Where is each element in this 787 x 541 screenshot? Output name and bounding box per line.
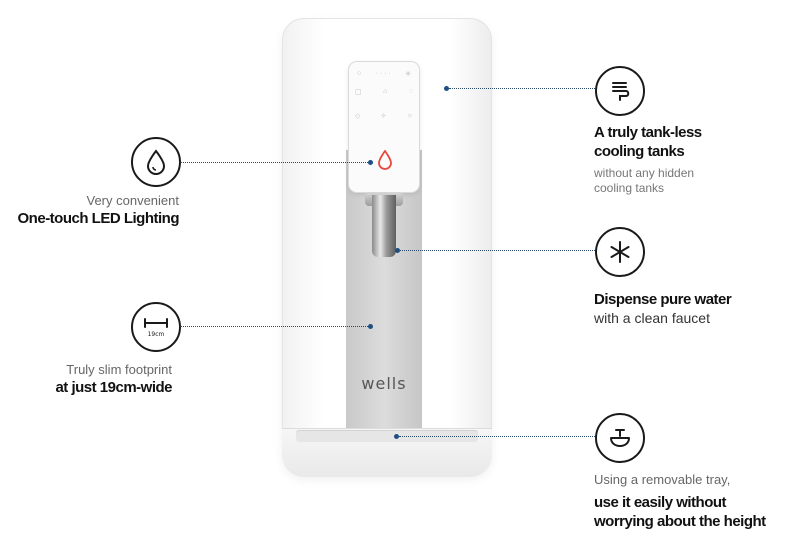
callout-dot-tankless xyxy=(444,86,449,91)
feature-led-light: Very convenient xyxy=(86,193,179,208)
feature-slim: Truly slim footprint at just 19cm-wide xyxy=(0,362,172,397)
lock-icon: ◌ xyxy=(408,88,413,95)
callout-dot-slim xyxy=(368,324,373,329)
feature-tankless-desc-1: without any hidden xyxy=(594,166,695,180)
feature-tray-light: Using a removable tray, xyxy=(594,472,731,487)
feature-faucet: Dispense pure water with a clean faucet xyxy=(594,290,784,327)
feature-tankless-title-1: A truly tank-less xyxy=(594,124,702,141)
sparkle-icon xyxy=(595,227,645,277)
feature-led: Very convenient One-touch LED Lighting xyxy=(0,193,180,228)
ambient-icon: ◇ xyxy=(355,113,361,120)
water-drop-icon xyxy=(131,137,181,187)
settings-icon: ✳ xyxy=(405,71,411,78)
tray-icon xyxy=(595,413,645,463)
feature-tankless-title-2: cooling tanks xyxy=(594,143,685,160)
feature-slim-bold: at just 19cm-wide xyxy=(55,379,172,396)
feature-faucet-light: with a clean faucet xyxy=(594,310,710,326)
cup-icon: ▢ xyxy=(355,89,362,96)
control-row-1: ▢ ⌂ ◌ xyxy=(355,88,413,96)
callout-line-led xyxy=(180,162,368,163)
callout-line-faucet xyxy=(400,250,595,251)
removable-tray xyxy=(296,430,478,442)
coil-icon xyxy=(595,66,645,116)
feature-tray-bold-2: worrying about the height xyxy=(594,513,766,530)
power-icon: ○ xyxy=(357,70,362,77)
kettle-icon: ⌂ xyxy=(383,88,388,95)
feature-faucet-bold: Dispense pure water xyxy=(594,291,732,308)
callout-line-tray xyxy=(399,436,595,437)
callout-line-slim xyxy=(180,326,368,327)
feature-tray-bold-1: use it easily without xyxy=(594,494,727,511)
brand-logo: wells xyxy=(361,374,407,393)
callout-line-tankless xyxy=(449,88,595,89)
control-row-2: ◇ ✧ ☼ xyxy=(355,112,413,120)
callout-dot-led xyxy=(368,160,373,165)
callout-dot-faucet xyxy=(395,248,400,253)
width-measure-icon: 19cm xyxy=(131,302,181,352)
cold-icon: ✧ xyxy=(380,113,387,120)
feature-slim-light: Truly slim footprint xyxy=(66,362,172,377)
feature-tankless: A truly tank-less cooling tanks without … xyxy=(594,123,784,196)
feature-tankless-desc-2: cooling tanks xyxy=(594,181,665,195)
feature-led-bold: One-touch LED Lighting xyxy=(17,210,180,227)
callout-dot-tray xyxy=(394,434,399,439)
dispense-drop-icon xyxy=(377,149,393,175)
control-panel: ○ · · · · ✳ ▢ ⌂ ◌ ◇ ✧ ☼ xyxy=(349,62,419,192)
indicator-dots-icon: · · · · xyxy=(375,70,391,77)
hot-icon: ☼ xyxy=(406,112,413,119)
width-measure-label: 19cm xyxy=(148,331,165,338)
faucet xyxy=(372,195,396,257)
control-top-row: ○ · · · · ✳ xyxy=(357,70,411,78)
feature-tray: Using a removable tray, use it easily wi… xyxy=(594,472,787,531)
